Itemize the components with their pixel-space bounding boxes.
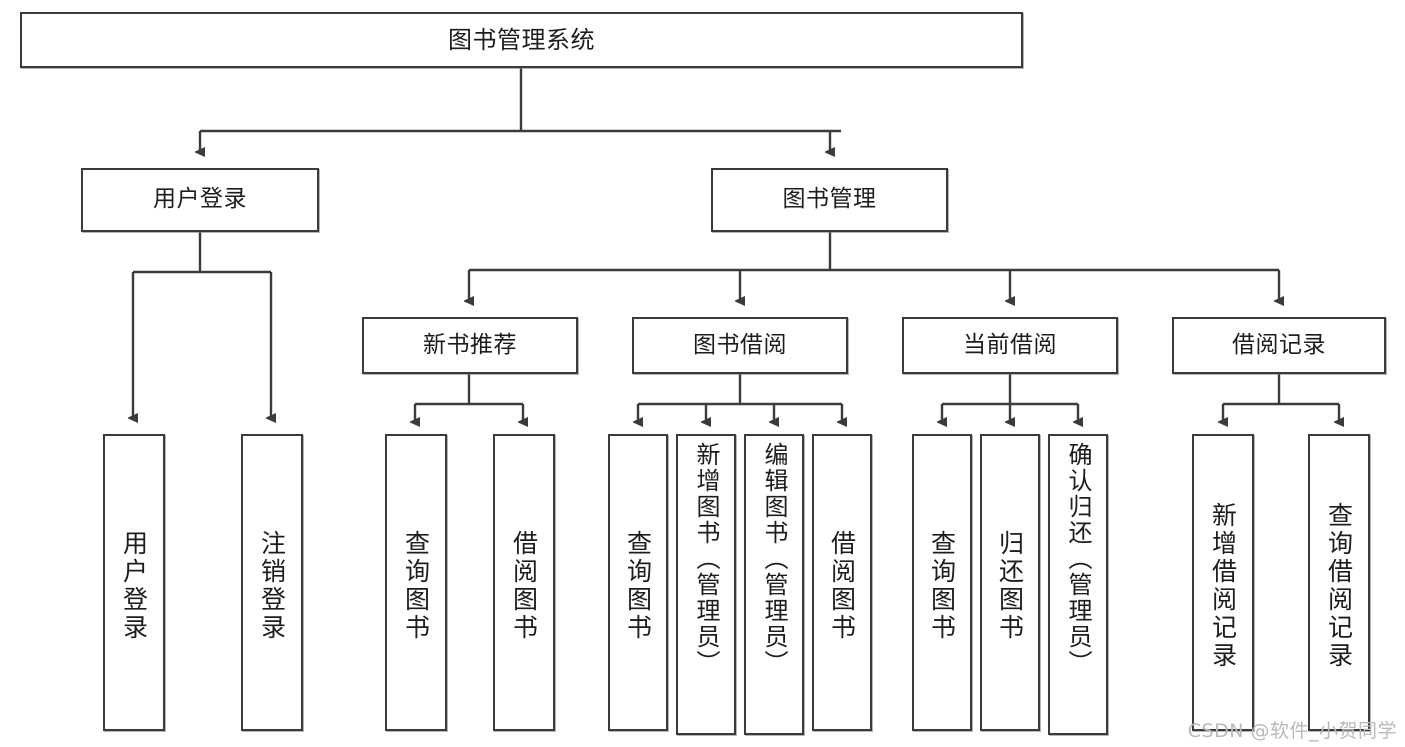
node-leaf-return-book-label: 归还图书 xyxy=(995,529,1025,642)
node-new-book-recommend-label: 新书推荐 xyxy=(423,331,517,358)
node-book-management[interactable]: 图书管理 xyxy=(711,168,948,232)
node-borrow-record-label: 借阅记录 xyxy=(1232,331,1326,358)
node-leaf-add-book-admin[interactable]: 新增图书（管理员） xyxy=(676,434,736,735)
node-root-system-label: 图书管理系统 xyxy=(448,25,595,54)
node-leaf-logout-login[interactable]: 注销登录 xyxy=(241,434,303,731)
node-book-borrow[interactable]: 图书借阅 xyxy=(632,317,848,374)
node-leaf-add-borrow-record-label: 新增借阅记录 xyxy=(1208,501,1238,670)
node-user-login-label: 用户登录 xyxy=(153,186,247,213)
node-leaf-confirm-return-admin-label: 确认归还（管理员） xyxy=(1064,442,1092,676)
node-leaf-add-book-admin-label: 新增图书（管理员） xyxy=(692,442,720,676)
node-book-borrow-label: 图书借阅 xyxy=(693,331,787,358)
node-leaf-borrow-book-1[interactable]: 借阅图书 xyxy=(493,434,555,731)
node-new-book-recommend[interactable]: 新书推荐 xyxy=(362,317,578,374)
node-leaf-query-book-3[interactable]: 查询图书 xyxy=(912,434,972,731)
node-current-borrow[interactable]: 当前借阅 xyxy=(902,317,1118,374)
node-leaf-borrow-book-1-label: 借阅图书 xyxy=(509,529,539,642)
node-user-login[interactable]: 用户登录 xyxy=(81,168,319,232)
node-leaf-borrow-book-2-label: 借阅图书 xyxy=(827,529,857,642)
node-borrow-record[interactable]: 借阅记录 xyxy=(1172,317,1386,374)
node-leaf-return-book[interactable]: 归还图书 xyxy=(980,434,1040,731)
node-book-management-label: 图书管理 xyxy=(782,186,877,213)
node-leaf-user-login[interactable]: 用户登录 xyxy=(103,434,165,731)
node-leaf-edit-book-admin-label: 编辑图书（管理员） xyxy=(760,442,788,676)
watermark-text: CSDN @软件_小贺同学 xyxy=(1187,720,1397,742)
node-leaf-query-book-3-label: 查询图书 xyxy=(927,529,957,642)
node-leaf-confirm-return-admin[interactable]: 确认归还（管理员） xyxy=(1048,434,1108,735)
node-leaf-query-book-1[interactable]: 查询图书 xyxy=(385,434,447,731)
node-leaf-query-borrow-record-label: 查询借阅记录 xyxy=(1324,501,1354,670)
node-leaf-add-borrow-record[interactable]: 新增借阅记录 xyxy=(1192,434,1254,731)
node-leaf-borrow-book-2[interactable]: 借阅图书 xyxy=(812,434,872,731)
node-leaf-edit-book-admin[interactable]: 编辑图书（管理员） xyxy=(744,434,804,735)
node-leaf-query-borrow-record[interactable]: 查询借阅记录 xyxy=(1308,434,1370,731)
node-current-borrow-label: 当前借阅 xyxy=(963,331,1057,358)
node-leaf-query-book-1-label: 查询图书 xyxy=(401,529,431,642)
node-leaf-query-book-2-label: 查询图书 xyxy=(623,529,653,642)
node-leaf-user-login-label: 用户登录 xyxy=(119,529,149,642)
node-leaf-query-book-2[interactable]: 查询图书 xyxy=(608,434,668,731)
node-leaf-logout-login-label: 注销登录 xyxy=(257,529,287,642)
node-root-system[interactable]: 图书管理系统 xyxy=(20,12,1023,68)
